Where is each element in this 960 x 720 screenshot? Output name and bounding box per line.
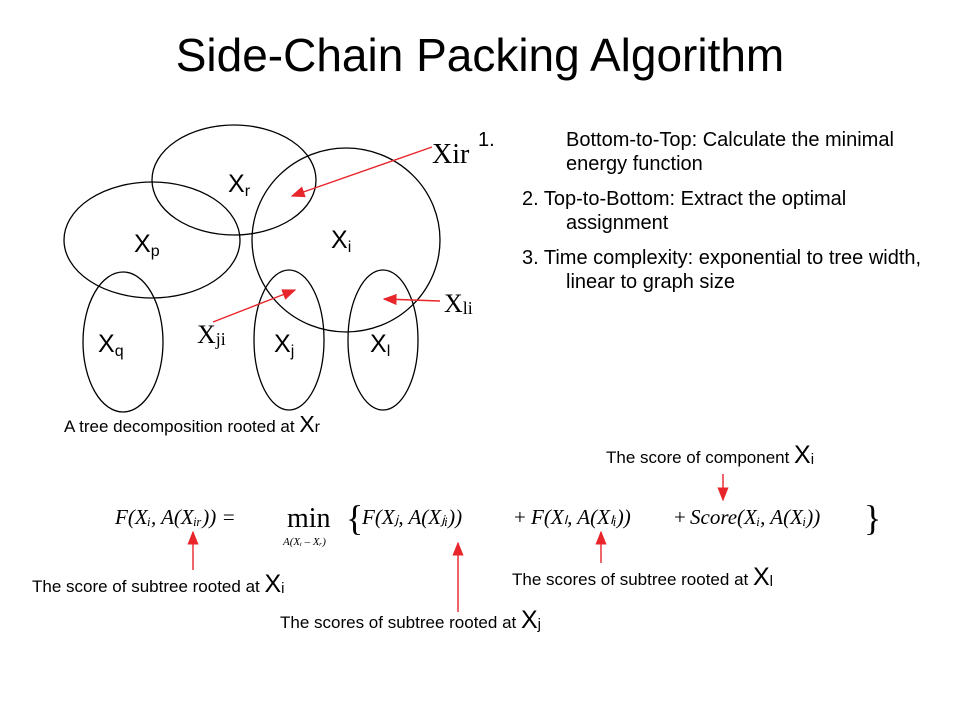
formula-term1: F(Xⱼ, A(Xⱼᵢ)) (361, 505, 462, 529)
separator-xli-label: Xli (444, 289, 473, 318)
annotation-subtree-i: The score of subtree rooted at Xi (32, 570, 285, 598)
formula-min: min (287, 503, 331, 534)
node-xl-label: Xl (370, 330, 390, 360)
annotation-subtree-l: The scores of subtree rooted at Xl (512, 563, 773, 591)
node-xi-ellipse (251, 147, 441, 333)
node-xr-label: Xr (228, 170, 251, 200)
annotation-component: The score of component Xi (606, 441, 814, 469)
formula: F(Xᵢ, A(Xᵢᵣ)) = min A(Xᵢ – Xᵣ) { F(Xⱼ, A… (114, 498, 881, 548)
node-xr-ellipse (151, 124, 317, 236)
node-xj-label: Xj (274, 330, 294, 360)
step-2: 2. Top-to-Bottom: Extract the optimal as… (522, 188, 847, 234)
formula-plus-2: + (674, 505, 686, 529)
formula-brace-open: { (346, 498, 363, 538)
separator-xji-label: Xji (197, 320, 226, 349)
node-xq-label: Xq (98, 330, 124, 360)
node-xj-ellipse (253, 269, 325, 411)
formula-lhs: F(Xᵢ, A(Xᵢᵣ)) = (114, 505, 236, 529)
separator-xir-label: Xir (432, 139, 470, 170)
node-xp-ellipse (63, 181, 241, 299)
formula-term3: Score(Xᵢ, A(Xᵢ)) (690, 505, 820, 529)
annotation-subtree-j: The scores of subtree rooted at Xj (280, 606, 541, 634)
formula-plus-1: + (514, 505, 526, 529)
node-xq-ellipse (82, 271, 164, 413)
step-3: 3. Time complexity: exponential to tree … (522, 247, 922, 293)
step-list: 1.Bottom-to-Top: Calculate the minimal e… (478, 128, 922, 305)
node-xp-label: Xp (134, 230, 160, 260)
arrow-xli (382, 293, 441, 306)
step-1: 1.Bottom-to-Top: Calculate the minimal e… (478, 129, 894, 175)
node-xl-ellipse (347, 269, 419, 411)
tree-caption: A tree decomposition rooted at Xr (64, 411, 321, 437)
arrow-xji (212, 289, 297, 323)
arrow-xir (290, 146, 433, 198)
formula-min-subscript: A(Xᵢ – Xᵣ) (282, 536, 326, 548)
formula-brace-close: } (864, 498, 881, 538)
page-title: Side-Chain Packing Algorithm (175, 29, 785, 81)
formula-term2: F(Xₗ, A(Xₗᵢ)) (530, 505, 631, 529)
node-xi-label: Xi (331, 226, 351, 256)
